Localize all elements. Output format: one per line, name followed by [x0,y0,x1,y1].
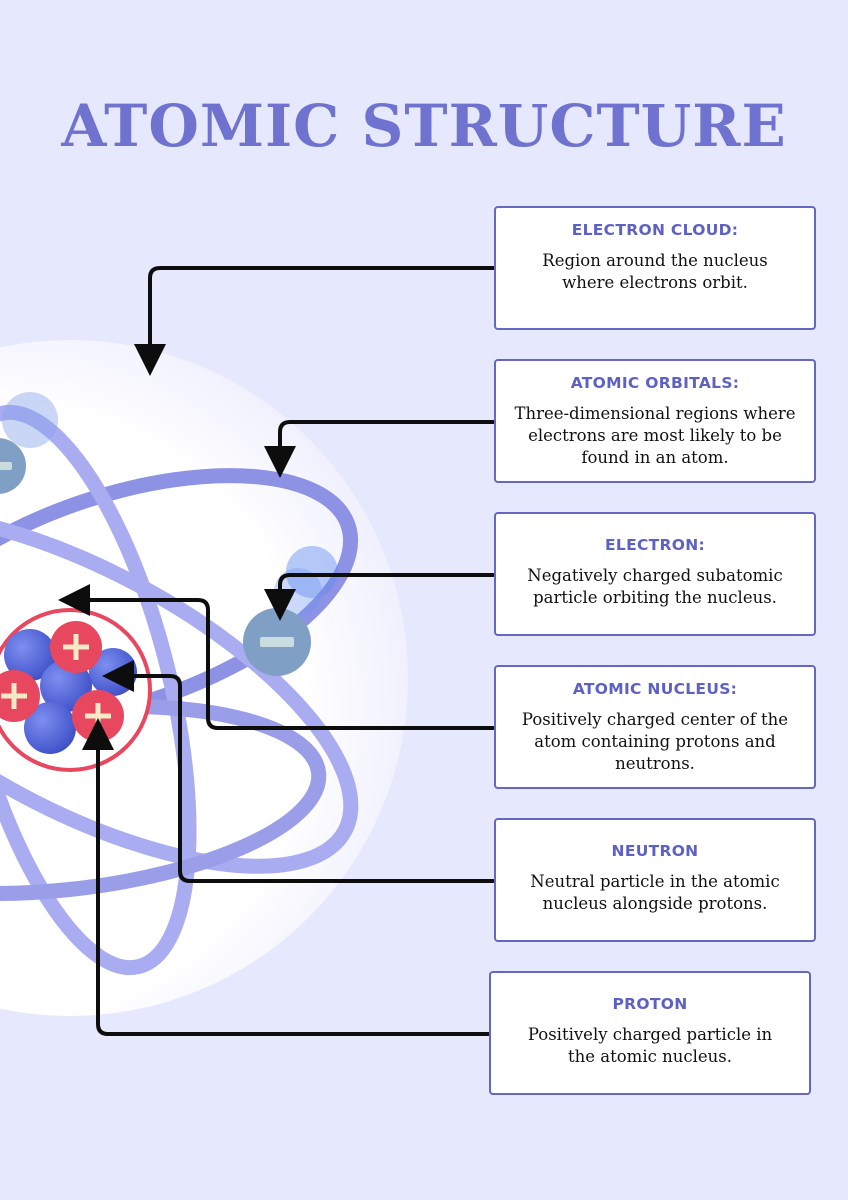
arrow-icon [82,718,491,1036]
arrow-icon [58,584,495,730]
card-electron-cloud: ELECTRON CLOUD: Region around the nucleu… [494,206,816,330]
card-description: Region around the nucleus where electron… [542,251,768,292]
arrow-icon [264,420,495,478]
arrow-icon [264,573,495,621]
plus-icon [63,634,89,660]
card-neutron: NEUTRON Neutral particle in the atomic n… [494,818,816,942]
card-title: ATOMIC NUCLEUS: [572,680,738,698]
card-description: Positively charged particle in the atomi… [527,1025,773,1066]
minus-icon [260,637,294,647]
card-description: Neutral particle in the atomic nucleus a… [530,872,780,913]
card-title: ATOMIC ORBITALS: [570,374,740,392]
electron-top-left [0,392,58,494]
atomic-nucleus [0,608,152,772]
card-atomic-orbitals: ATOMIC ORBITALS: Three-dimensional regio… [494,359,816,483]
arrow-icon [134,266,495,376]
card-title: NEUTRON [611,842,699,860]
atomic-orbitals [0,404,359,976]
arrow-icon [102,660,495,883]
minus-icon [0,462,12,470]
card-title: PROTON [612,995,688,1013]
card-electron: ELECTRON: Negatively charged subatomic p… [494,512,816,636]
card-proton: PROTON Positively charged particle in th… [489,971,811,1095]
plus-icon [1,683,27,709]
proton [0,670,40,722]
neutron [4,629,56,681]
page-title: ATOMIC STRUCTURE [61,92,787,160]
card-description: Three-dimensional regions where electron… [514,404,796,467]
card-atomic-nucleus: ATOMIC NUCLEUS: Positively charged cente… [494,665,816,789]
card-title: ELECTRON: [605,536,705,554]
proton [50,621,102,673]
card-description: Negatively charged subatomic particle or… [527,566,783,607]
card-description: Positively charged center of the atom co… [521,710,789,773]
orbit-ring [0,404,197,976]
card-title: ELECTRON CLOUD: [571,221,739,239]
neutron [24,702,76,754]
